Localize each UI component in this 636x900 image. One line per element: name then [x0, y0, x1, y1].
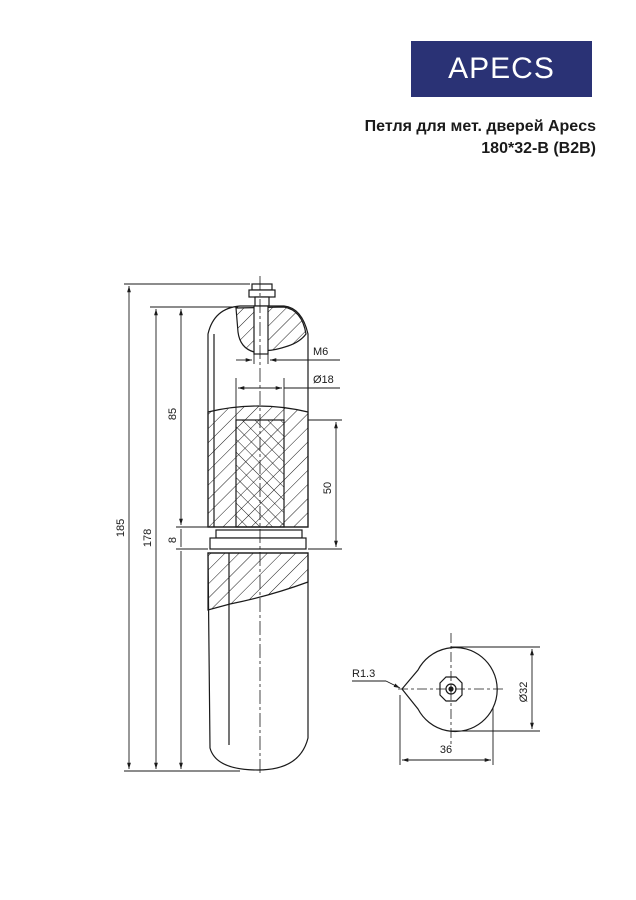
lower-section-hatch — [207, 552, 309, 611]
hinge-top-view — [398, 633, 506, 745]
dim-185-label: 185 — [115, 519, 127, 537]
dimension-labels: 185 178 85 8 50 M6 Ø18 R1.3 Ø32 36 — [115, 346, 530, 756]
thread-channel — [253, 305, 269, 355]
hinge-side-view — [207, 276, 309, 775]
dim-50-label: 50 — [322, 482, 334, 494]
apecs-logo: APECS — [411, 41, 592, 97]
grease-nipple-cap — [251, 283, 273, 291]
dim-m6-label: M6 — [313, 346, 328, 358]
dimension-lines — [124, 283, 342, 772]
ring-top — [215, 529, 303, 539]
dim-36-label: 36 — [440, 744, 452, 756]
dim-8-label: 8 — [167, 537, 179, 543]
top-view-dimensions — [352, 646, 540, 765]
ring-bottom — [209, 537, 307, 550]
lower-knuckle — [207, 552, 309, 771]
product-title: Петля для мет. дверей Apecs 180*32-B (B2… — [365, 116, 596, 160]
title-line-2: 180*32-B (B2B) — [481, 140, 596, 157]
dim-r13-label: R1.3 — [352, 668, 375, 680]
dim-d18-label: Ø18 — [313, 374, 334, 386]
dim-85-label: 85 — [167, 408, 179, 420]
grease-nipple-hex — [248, 289, 276, 298]
logo-text: APECS — [448, 52, 555, 85]
title-line-1: Петля для мет. дверей Apecs — [364, 118, 596, 135]
dim-d32-label: Ø32 — [518, 682, 530, 703]
dim-178-label: 178 — [142, 529, 154, 547]
